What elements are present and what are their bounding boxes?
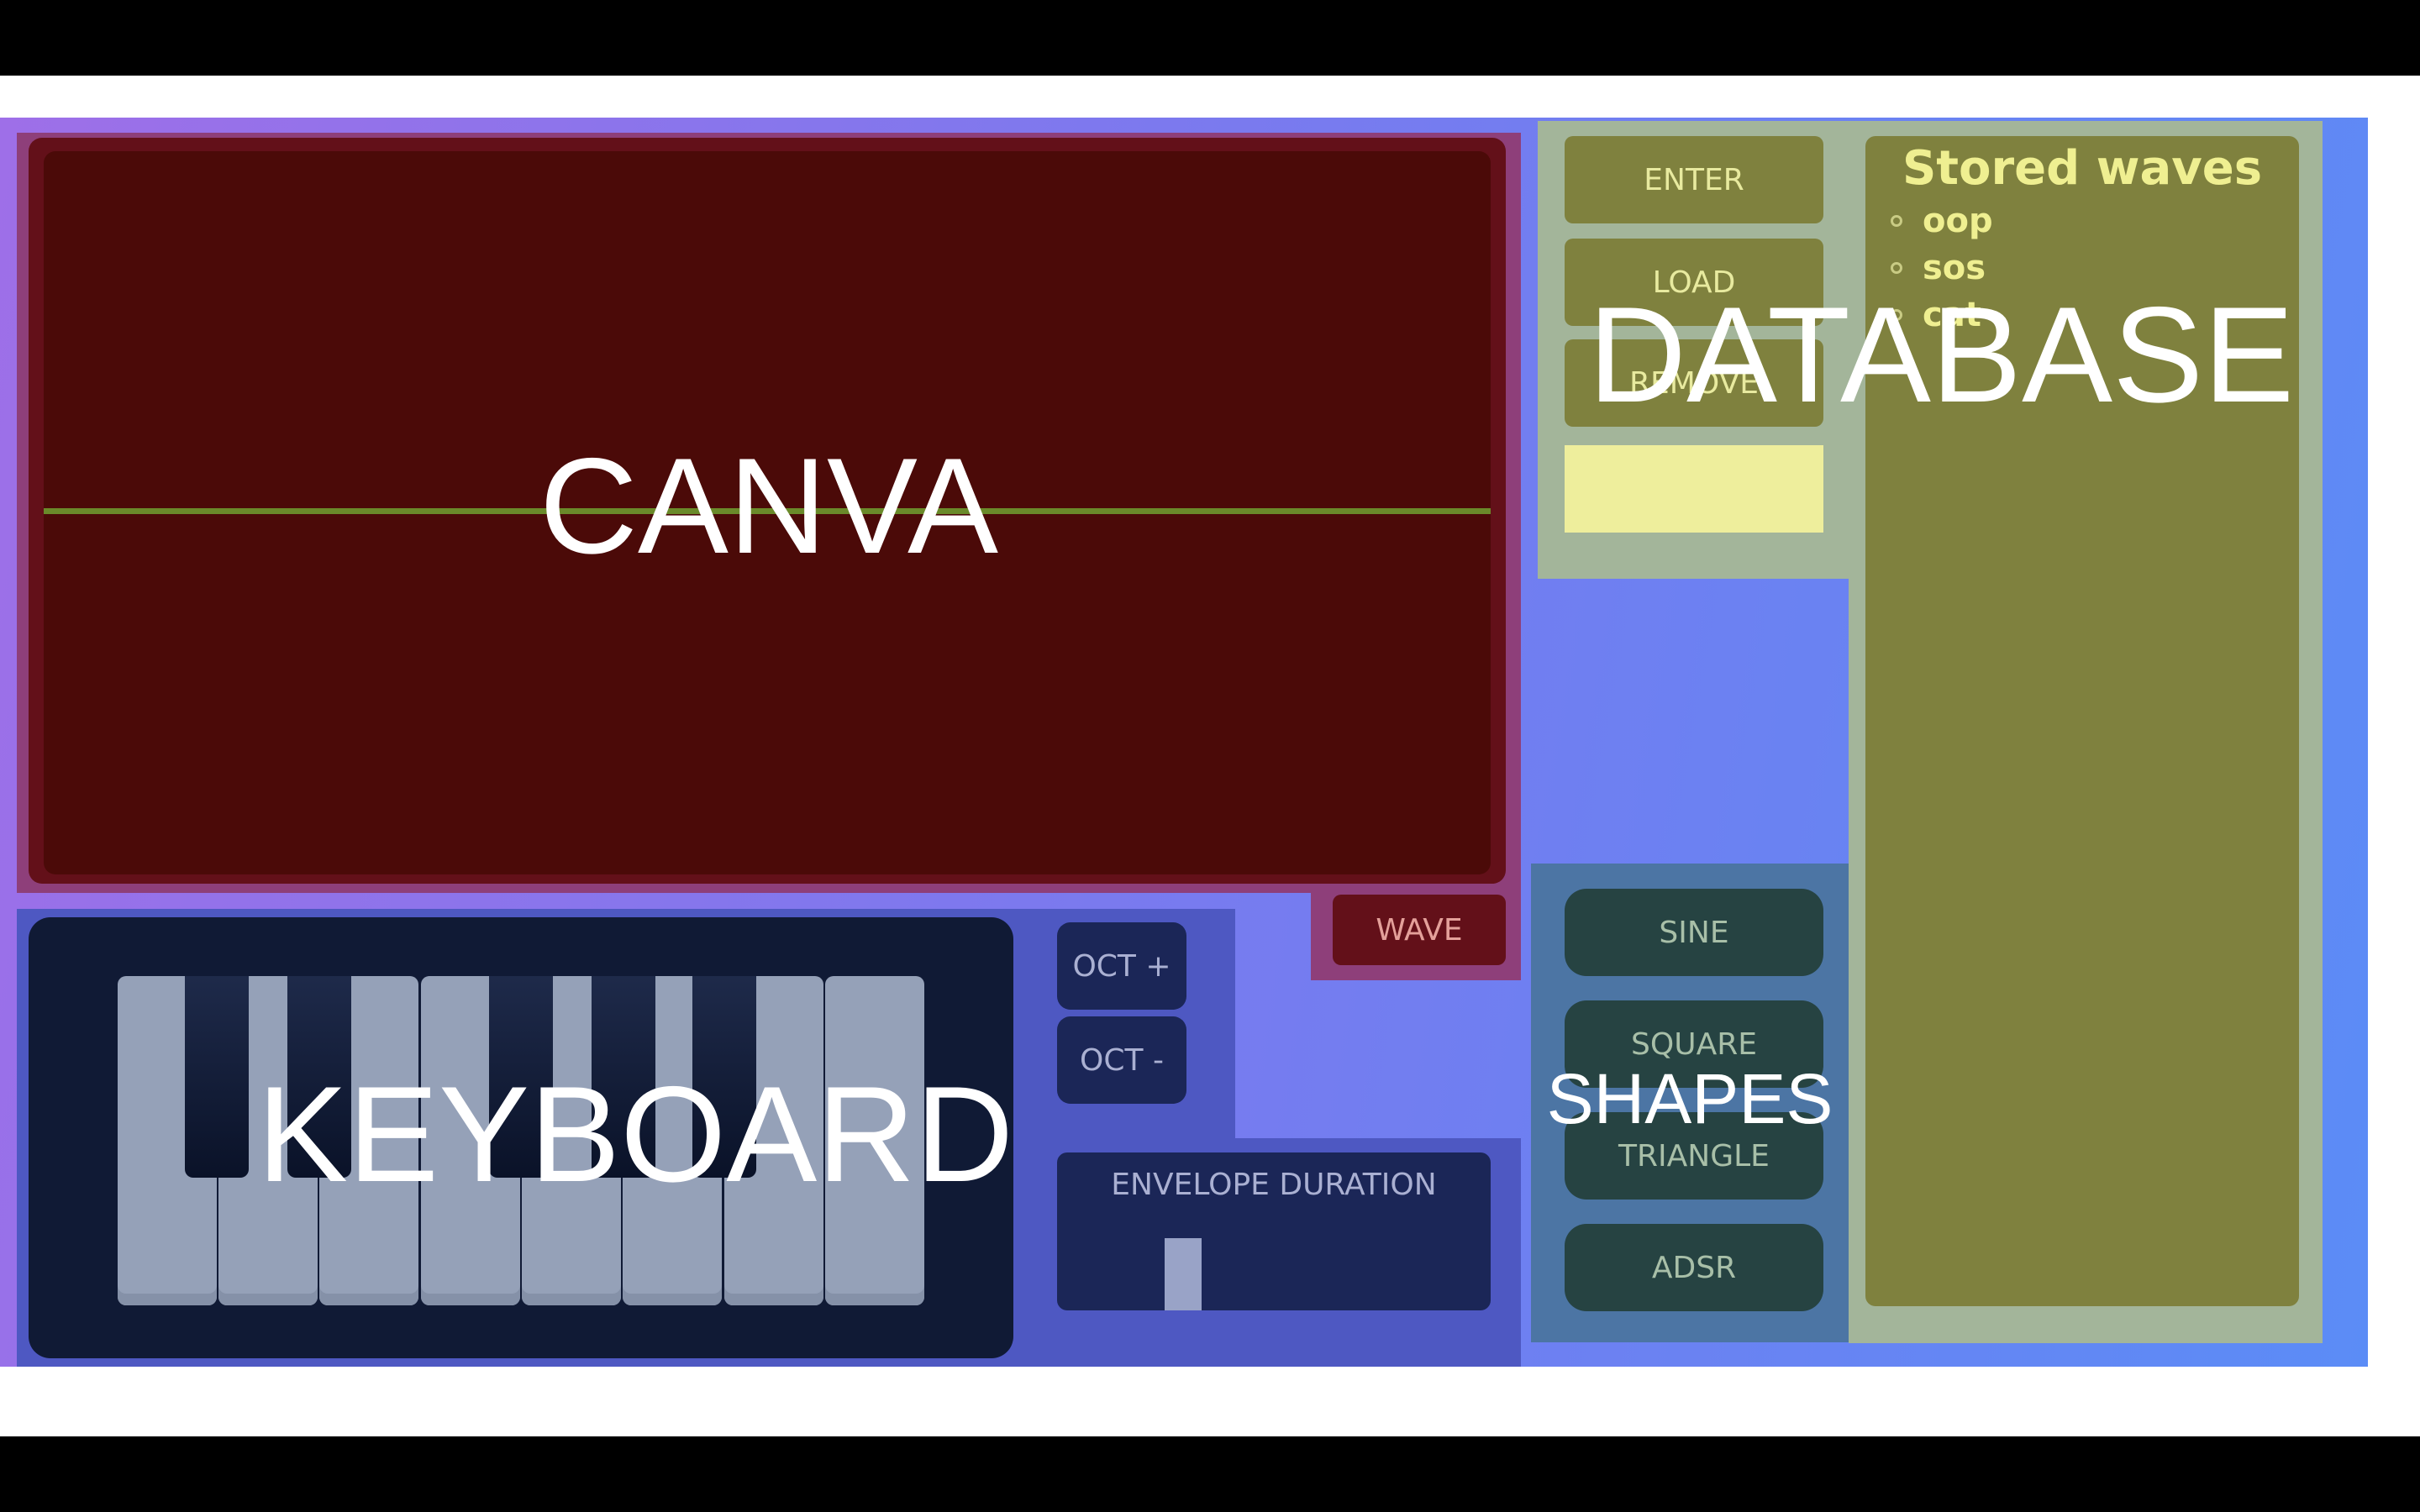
top-letterbox <box>0 0 2420 76</box>
load-button[interactable]: LOAD <box>1565 239 1823 326</box>
black-key-ds[interactable] <box>287 976 351 1178</box>
waveform-line <box>44 508 1491 514</box>
synth-app: WAVE OCT + OCT - ENVELOPE DURATION ENTER… <box>0 118 2368 1367</box>
list-item[interactable]: oop <box>1891 202 1993 240</box>
sine-button[interactable]: SINE <box>1565 889 1823 976</box>
octave-down-button[interactable]: OCT - <box>1057 1016 1186 1104</box>
envelope-duration-label: ENVELOPE DURATION <box>1111 1168 1437 1202</box>
adsr-button[interactable]: ADSR <box>1565 1224 1823 1311</box>
square-button[interactable]: SQUARE <box>1565 1000 1823 1088</box>
wave-name-input[interactable] <box>1565 445 1823 533</box>
envelope-duration-control <box>1057 1152 1491 1310</box>
stored-waves-title: Stored waves <box>1902 141 2263 196</box>
stored-wave-name: cat <box>1923 296 1981 334</box>
bullet-icon <box>1891 215 1902 227</box>
stored-wave-name: oop <box>1923 202 1993 240</box>
bottom-letterbox <box>0 1436 2420 1512</box>
wave-button[interactable]: WAVE <box>1333 895 1506 965</box>
canvas-overlay-label: CANVA <box>539 430 999 582</box>
stored-waves-list <box>1865 136 2299 1306</box>
list-item[interactable]: sos <box>1891 249 1986 287</box>
list-item[interactable]: cat <box>1891 296 1981 334</box>
remove-button[interactable]: REMOVE <box>1565 339 1823 427</box>
black-key-as[interactable] <box>692 976 756 1178</box>
bullet-icon <box>1891 262 1902 274</box>
triangle-button[interactable]: TRIANGLE <box>1565 1112 1823 1200</box>
database-overlay-label: DATABASE <box>1588 279 2295 431</box>
keyboard-overlay-label: KEYBOARD <box>257 1058 1014 1210</box>
enter-button[interactable]: ENTER <box>1565 136 1823 223</box>
bullet-icon <box>1891 309 1902 321</box>
black-key-gs[interactable] <box>592 976 655 1178</box>
octave-up-button[interactable]: OCT + <box>1057 922 1186 1010</box>
black-key-cs[interactable] <box>185 976 249 1178</box>
shapes-overlay-label: SHAPES <box>1546 1059 1833 1138</box>
stored-wave-name: sos <box>1923 249 1986 287</box>
envelope-duration-slider[interactable] <box>1165 1238 1202 1310</box>
black-key-fs[interactable] <box>489 976 553 1178</box>
white-key-c2[interactable] <box>825 976 924 1305</box>
